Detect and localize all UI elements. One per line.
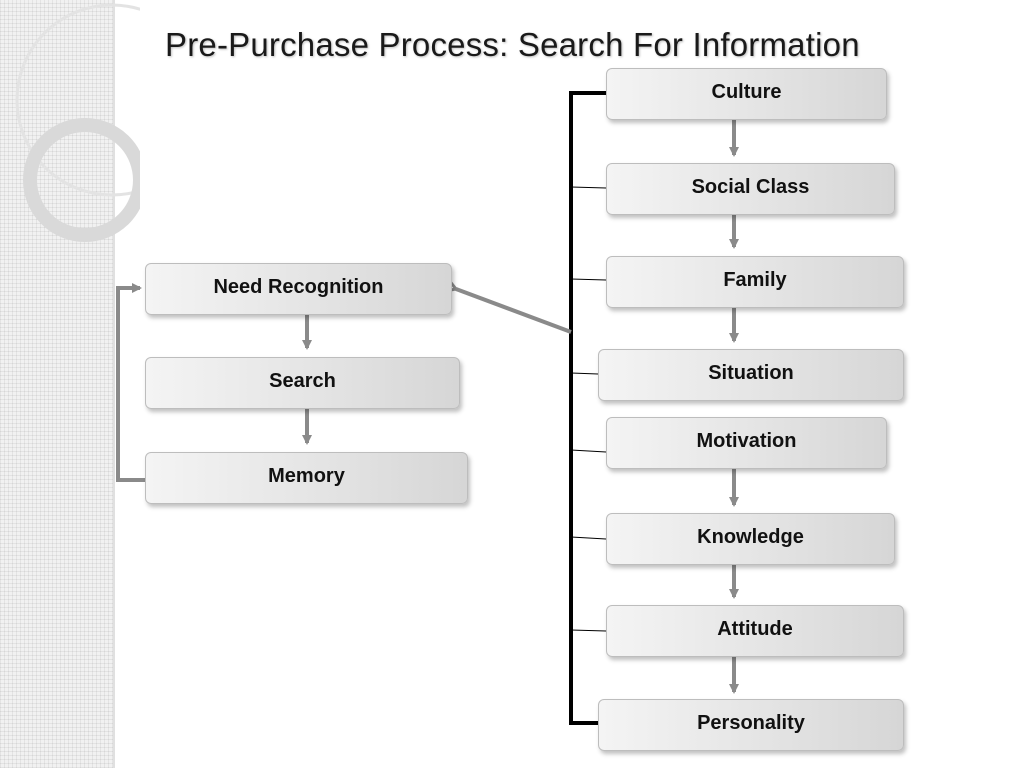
influence-bracket: [569, 91, 607, 725]
influence-label: Situation: [708, 362, 794, 384]
influence-arrow: [456, 289, 572, 334]
influence-label: Social Class: [691, 176, 810, 198]
process-step-memory: Memory: [145, 452, 468, 504]
influence-personality: Personality: [598, 699, 904, 751]
process-step-search: Search: [145, 357, 460, 409]
influence-situation: Situation: [598, 349, 904, 401]
influence-label: Knowledge: [697, 526, 804, 548]
process-flow-arrows: [116, 283, 312, 482]
influence-social-class: Social Class: [606, 163, 895, 215]
influence-family: Family: [606, 256, 904, 308]
influence-knowledge: Knowledge: [606, 513, 895, 565]
influence-label: Culture: [711, 81, 782, 103]
process-step-label: Need Recognition: [213, 276, 384, 298]
influence-label: Motivation: [696, 430, 797, 452]
process-step-need-recognition: Need Recognition: [145, 263, 452, 315]
influence-culture: Culture: [606, 68, 887, 120]
process-step-label: Search: [269, 370, 336, 392]
process-step-label: Memory: [268, 465, 345, 487]
decorative-circles: [15, 3, 140, 242]
influence-attitude: Attitude: [606, 605, 904, 657]
influence-label: Personality: [697, 712, 805, 734]
slide-title: Pre-Purchase Process: Search For Informa…: [165, 26, 860, 63]
influence-label: Family: [723, 269, 787, 291]
influence-label: Attitude: [717, 618, 793, 640]
influence-motivation: Motivation: [606, 417, 887, 469]
